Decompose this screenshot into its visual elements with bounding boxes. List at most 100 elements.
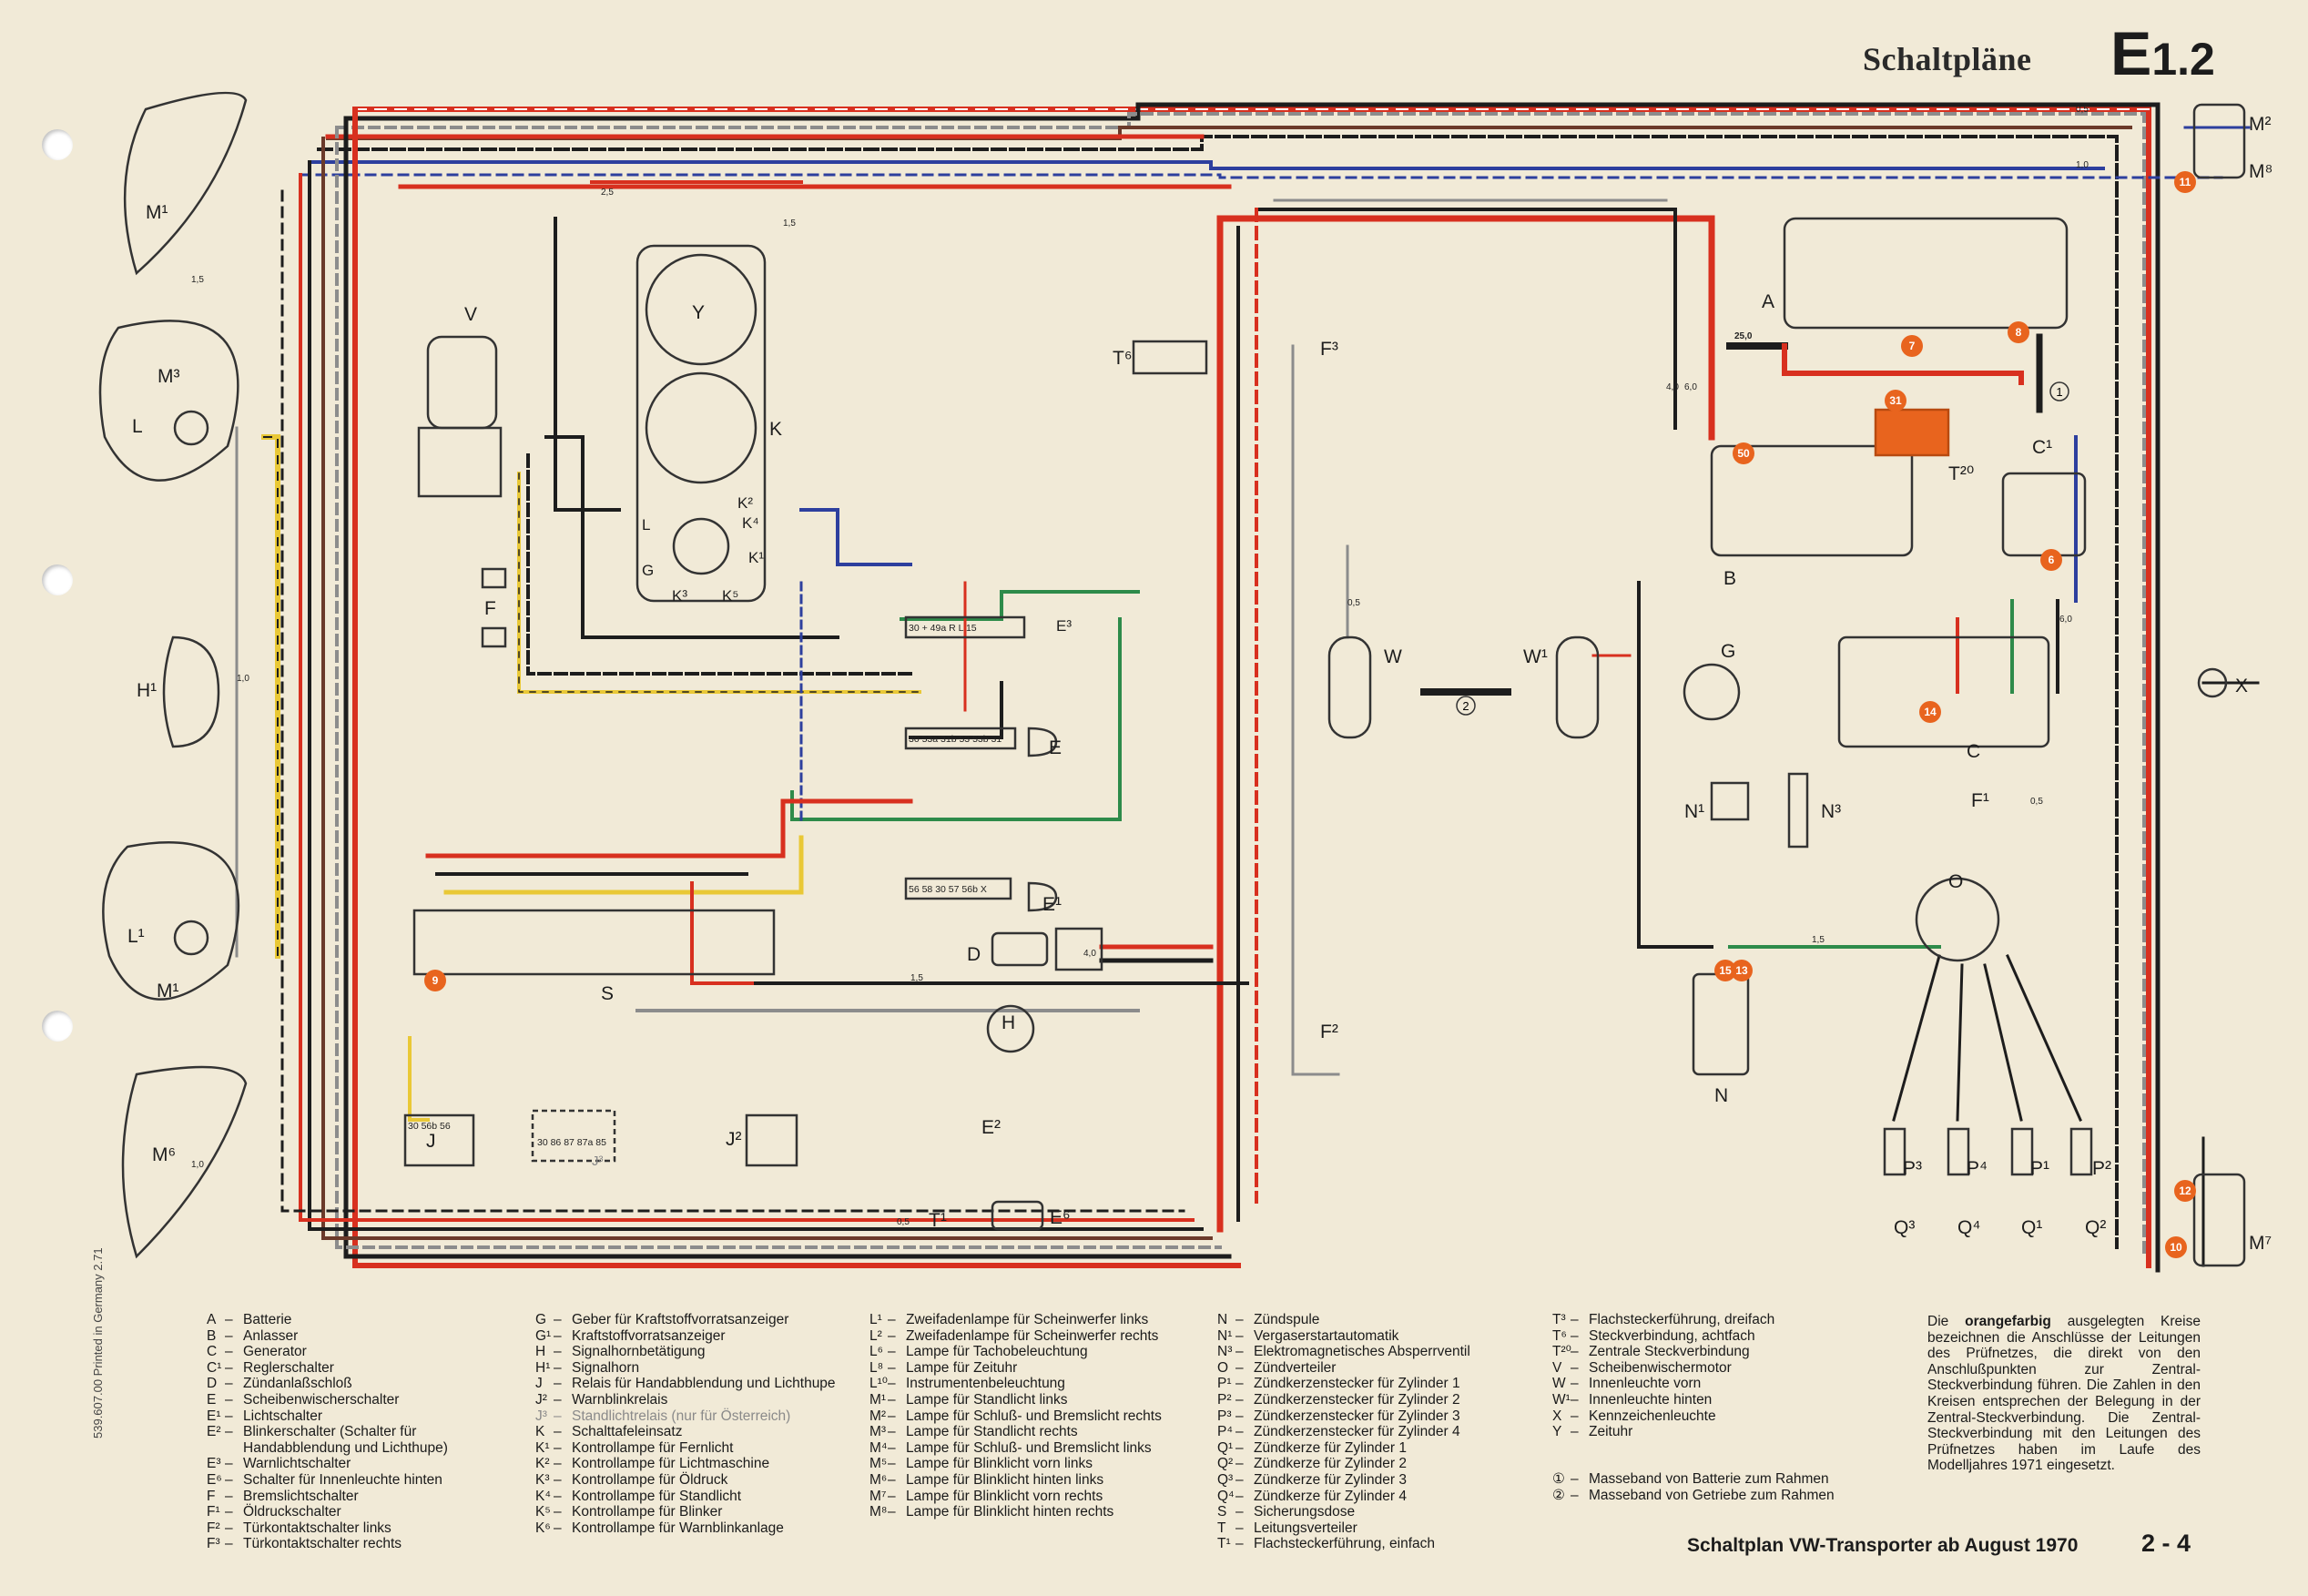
- legend-text: Leitungsverteiler: [1254, 1520, 1357, 1536]
- connector-dot-50: [1733, 442, 1754, 464]
- legend-text: Zweifadenlampe für Scheinwerfer links: [906, 1312, 1149, 1327]
- legend-code: M²: [869, 1408, 887, 1424]
- wiper-switch-e: [1027, 727, 1058, 757]
- legend-code: L⁸: [869, 1359, 884, 1376]
- punch-hole: [42, 564, 73, 595]
- legend-text: Masseband von Batterie zum Rahmen: [1589, 1471, 1829, 1487]
- legend-code: P³: [1217, 1408, 1232, 1424]
- legend-dash: –: [225, 1456, 233, 1472]
- legend-code: M⁵: [869, 1456, 888, 1472]
- legend-text: Lampe für Blinklicht hinten rechts: [906, 1504, 1114, 1520]
- plate-light-x: [2197, 667, 2228, 698]
- legend-text: Kennzeichenleuchte: [1589, 1408, 1716, 1424]
- legend-code: T: [1217, 1520, 1226, 1536]
- label-e: E: [1049, 737, 1062, 758]
- legend-dash: –: [225, 1488, 233, 1504]
- legend-code: N: [1217, 1312, 1228, 1327]
- wire-yellow-dash: [517, 472, 921, 694]
- legend-text: Warnlichtschalter: [243, 1456, 351, 1472]
- legend-row: C–Generator: [207, 1344, 516, 1360]
- legend-dash: –: [1235, 1312, 1244, 1327]
- interior-light-w: [1327, 635, 1372, 739]
- legend-dash: –: [225, 1520, 233, 1536]
- legend-text: Elektromagnetisches Absperrventil: [1254, 1344, 1470, 1360]
- wire-size-label: 0,5: [2076, 105, 2089, 115]
- legend-code: P⁴: [1217, 1424, 1233, 1440]
- legend-dash: –: [554, 1359, 562, 1376]
- instrument-cluster-k: [635, 244, 767, 603]
- label-q2: Q²: [2085, 1217, 2106, 1238]
- legend-text: Instrumentenbeleuchtung: [906, 1376, 1065, 1392]
- connector-dot-7: [1901, 335, 1923, 357]
- legend-code: L¹⁰: [869, 1376, 888, 1392]
- legend-row: T¹–Flachsteckerführung, einfach: [1217, 1536, 1518, 1552]
- legend-dash: –: [1235, 1456, 1244, 1472]
- label-f2: F²: [1320, 1022, 1338, 1042]
- legend-text: Innenleuchte hinten: [1589, 1391, 1713, 1408]
- legend-text: Anlasser: [243, 1327, 299, 1344]
- legend-text: Innenleuchte vorn: [1589, 1376, 1702, 1392]
- legend-row: H–Signalhornbetätigung: [535, 1344, 849, 1360]
- label-v: V: [464, 304, 477, 325]
- legend-dash: –: [554, 1376, 562, 1392]
- legend-code: F: [207, 1488, 216, 1504]
- legend-row: G–Geber für Kraftstoffvorratsanzeiger: [535, 1312, 849, 1328]
- speedometer-k: [645, 371, 757, 484]
- legend-dash: –: [225, 1344, 233, 1360]
- legend-code: T³: [1552, 1312, 1566, 1327]
- label-t20: T²⁰: [1948, 463, 1974, 484]
- legend-row: H¹–Signalhorn: [535, 1360, 849, 1377]
- legend-row: M⁷–Lampe für Blinklicht vorn rechts: [869, 1489, 1197, 1505]
- label-o: O: [1948, 871, 1963, 892]
- label-j: J: [426, 1131, 436, 1152]
- legend-dash: –: [225, 1327, 233, 1344]
- legend-code: ①: [1552, 1471, 1565, 1487]
- legend-row: K³–Kontrollampe für Öldruck: [535, 1472, 849, 1489]
- connector-dot-11: [2174, 171, 2196, 193]
- legend-text: Scheibenwischerschalter: [243, 1391, 400, 1408]
- header-title: Schaltpläne: [1863, 41, 2032, 77]
- wire-size-label: 4,0: [1083, 949, 1096, 959]
- legend-dash: –: [1235, 1471, 1244, 1488]
- legend-code: F¹: [207, 1504, 220, 1520]
- legend-code: F³: [207, 1536, 220, 1552]
- wire-size-label: 4,0: [1666, 382, 1679, 392]
- wire-black-central: [1255, 208, 1677, 430]
- legend-text: Kontrollampe für Lichtmaschine: [572, 1456, 770, 1472]
- terminal-row-j: 30 56b 56: [408, 1121, 451, 1132]
- legend-text: Zentrale Steckverbindung: [1589, 1344, 1750, 1360]
- regulator-c1: [2001, 472, 2087, 557]
- legend-row: N³–Elektromagnetisches Absperrventil: [1217, 1344, 1518, 1360]
- wire-size-label: 1,5: [191, 275, 204, 285]
- wire-fuse-red: [425, 798, 913, 859]
- wire-blue-dash-top: [299, 173, 2223, 179]
- terminal-strip-e3: [904, 615, 1026, 639]
- legend-code: X: [1552, 1408, 1562, 1424]
- legend-row: K²–Kontrollampe für Lichtmaschine: [535, 1456, 849, 1472]
- legend-row: Y–Zeituhr: [1552, 1424, 1853, 1440]
- legend-dash: –: [554, 1327, 562, 1344]
- footer-title: Schaltplan VW-Transporter ab August 1970: [1687, 1535, 2079, 1556]
- label-n: N: [1714, 1085, 1728, 1106]
- dot-label-10: 10: [2170, 1241, 2182, 1254]
- dot-label-7: 7: [1909, 340, 1916, 352]
- ignition-plug: [1054, 927, 1103, 971]
- legend-code: Y: [1552, 1424, 1562, 1440]
- dot-label-11: 11: [2180, 176, 2191, 188]
- label-e6: E⁶: [1050, 1207, 1071, 1228]
- wire-yellow-black-stripe: [263, 436, 279, 957]
- label-c: C: [1967, 741, 1980, 762]
- label-q4: Q⁴: [1957, 1217, 1980, 1238]
- connector-dot-12: [2174, 1180, 2196, 1202]
- legend-row: M⁵–Lampe für Blinklicht vorn links: [869, 1456, 1197, 1472]
- legend-code: O: [1217, 1359, 1229, 1376]
- wire-size-label: 0,5: [1347, 598, 1360, 608]
- legend-text: Zündanlaßschloß: [243, 1376, 352, 1392]
- label-p1: P¹: [2030, 1158, 2049, 1179]
- ignition-coil-n: [1692, 972, 1750, 1076]
- terminal-row-e: 30 53a 31b 53 53b 31: [909, 734, 1001, 745]
- legend-row: Q²–Zündkerze für Zylinder 2: [1217, 1456, 1518, 1472]
- relay-j2: [745, 1113, 798, 1167]
- legend-row: T⁶–Steckverbindung, achtfach: [1552, 1328, 1853, 1345]
- legend-dash: –: [554, 1408, 562, 1424]
